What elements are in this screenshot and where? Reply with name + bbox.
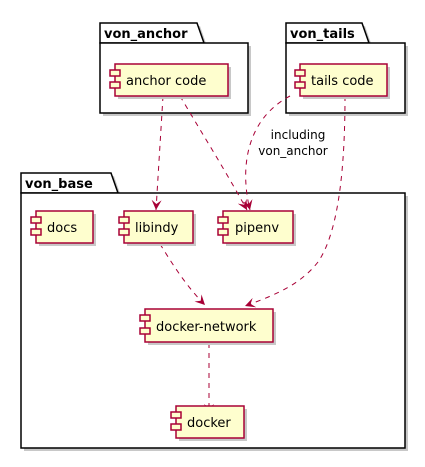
component-docs[interactable]: docs (30, 210, 96, 246)
component-label: docker-network (156, 320, 257, 335)
component-label: anchor code (126, 74, 206, 89)
component-label: docker (187, 416, 231, 431)
edge-tails-docker-network (244, 95, 346, 308)
package-title: von_base (25, 177, 93, 192)
component-label: libindy (135, 221, 179, 236)
component-pipenv[interactable]: pipenv (217, 210, 296, 246)
component-tails-code[interactable]: tails code (294, 63, 390, 99)
edge-label: von_anchor (258, 144, 328, 158)
component-libindy[interactable]: libindy (118, 210, 196, 246)
dependency-arrows (151, 95, 346, 414)
edge-anchor-pipenv (179, 95, 248, 211)
component-docker-network[interactable]: docker-network (139, 308, 276, 345)
component-anchor-code[interactable]: anchor code (109, 63, 231, 99)
component-label: docs (47, 221, 77, 236)
component-docker[interactable]: docker (170, 405, 247, 441)
package-title: von_tails (290, 27, 355, 42)
edge-label: including (271, 128, 326, 142)
component-label: pipenv (235, 221, 279, 236)
package-title: von_anchor (104, 27, 188, 42)
edge-libindy-docker-network (159, 243, 206, 306)
component-label: tails code (311, 74, 374, 89)
